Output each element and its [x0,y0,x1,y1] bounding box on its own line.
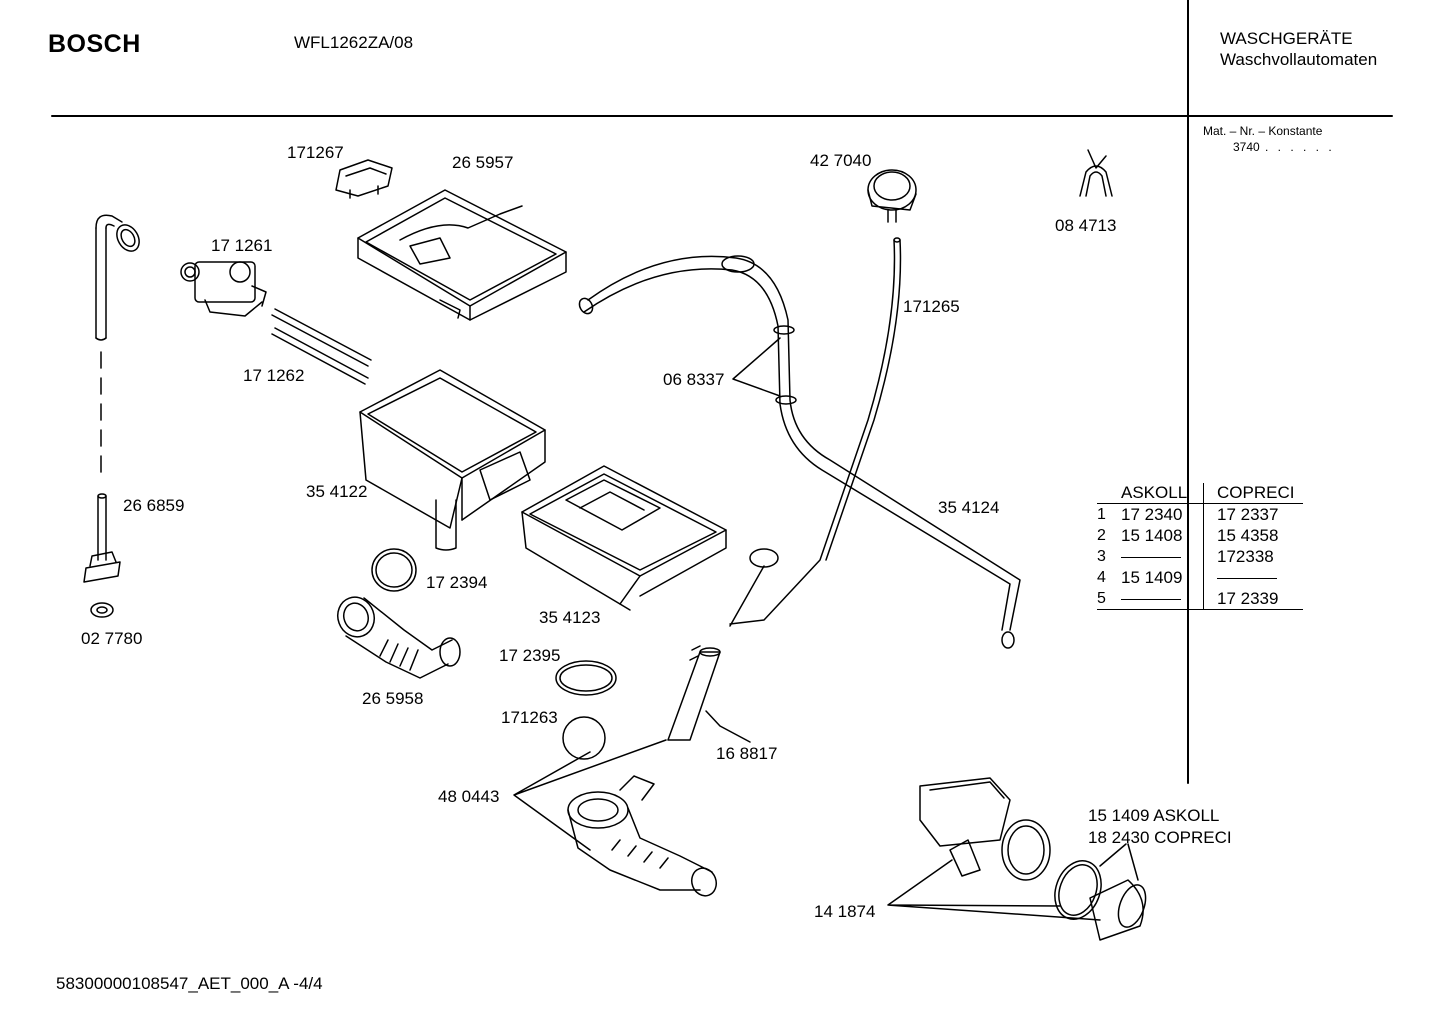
brand-logo: BOSCH [48,30,141,58]
table-row: 1 17 2340 17 2337 [1097,503,1303,525]
mat-constant-dots: . . . . . . [1265,140,1335,154]
category-title: WASCHGERÄTE [1220,29,1353,48]
pump-variant-table: ASKOLL COPRECI 1 17 2340 17 2337 2 15 14… [1097,483,1303,610]
part-label-480443: 48 0443 [438,787,500,806]
table-row: 2 15 1408 15 4358 [1097,525,1303,546]
bellows-hose-part [337,596,461,679]
part-label-084713: 08 4713 [1055,216,1117,235]
part-label-265958: 26 5958 [362,689,424,708]
pressure-switch-part [867,169,917,223]
category-subtitle: Waschvollautomaten [1220,50,1378,69]
header-askoll: ASKOLL [1109,483,1204,504]
seal-ring-part [555,660,617,696]
pressure-hose-part [729,237,902,627]
row-number: 3 [1097,548,1106,565]
part-label-172394: 17 2394 [426,573,488,592]
askoll-cell: 15 1408 [1109,525,1204,546]
part-label-168817: 16 8817 [716,744,778,763]
empty-dash [1217,578,1277,580]
askoll-cell: 15 1409 [1109,567,1204,588]
copreci-cell: 15 4358 [1217,526,1279,545]
drawer-housing-top-part [357,189,567,321]
part-label-427040: 42 7040 [810,151,872,170]
row-number: 2 [1097,527,1106,544]
part-label-172395: 17 2395 [499,646,561,665]
bracket-part [335,159,393,199]
part-label-182430-copreci: 18 2430 COPRECI [1088,828,1232,847]
row-number: 1 [1097,506,1106,523]
table-row: 4 15 1409 [1097,567,1303,588]
part-label-171262: 17 1262 [243,366,305,385]
mat-constant-label: Mat. – Nr. – Konstante [1203,124,1323,138]
part-label-354123: 35 4123 [539,608,601,627]
ball-part [562,716,606,760]
drain-pump-part [919,777,1147,941]
part-label-171263: 171263 [501,708,558,727]
row-number: 5 [1097,590,1106,607]
sump-hose-part [567,775,718,897]
hose-clip-part [1079,149,1113,197]
o-ring-part [371,548,417,592]
part-label-265957: 26 5957 [452,153,514,172]
part-label-141874: 14 1874 [814,902,876,921]
model-number: WFL1262ZA/08 [294,33,414,52]
drawer-housing-part [359,369,546,551]
table-row: 3 172338 [1097,546,1303,567]
document-id: 58300000108547_AET_000_A -4/4 [56,974,323,993]
askoll-cell-empty [1109,588,1204,610]
part-label-354124: 35 4124 [938,498,1000,517]
part-label-354122: 35 4122 [306,482,368,501]
copreci-cell-empty [1204,567,1304,588]
part-label-171265: 171265 [903,297,960,316]
part-label-027780: 02 7780 [81,629,143,648]
part-label-266859: 26 6859 [123,496,185,515]
part-label-171267: 171267 [287,143,344,162]
inlet-pipe-part [83,214,140,618]
leader-lines [513,337,1139,921]
mat-constant-value: 3740 [1233,140,1260,154]
empty-dash [1121,557,1181,559]
askoll-cell-empty [1109,546,1204,567]
inlet-valve-part [180,261,267,317]
tubes-part [271,308,372,385]
table-header-row: ASKOLL COPRECI [1097,483,1303,504]
copreci-cell: 17 2339 [1217,589,1279,608]
copreci-cell: 172338 [1217,547,1274,566]
level-sensor-part [667,645,721,741]
overflow-hose-part [578,255,1021,649]
part-label-068337: 06 8337 [663,370,725,389]
copreci-cell: 17 2337 [1217,505,1279,524]
table-row: 5 17 2339 [1097,588,1303,610]
row-number: 4 [1097,569,1106,586]
empty-dash [1121,599,1181,601]
header-copreci: COPRECI [1203,483,1303,504]
part-label-151409-askoll: 15 1409 ASKOLL [1088,806,1220,825]
part-label-171261: 17 1261 [211,236,273,255]
detergent-drawer-part [521,465,727,611]
askoll-cell: 17 2340 [1109,503,1204,525]
